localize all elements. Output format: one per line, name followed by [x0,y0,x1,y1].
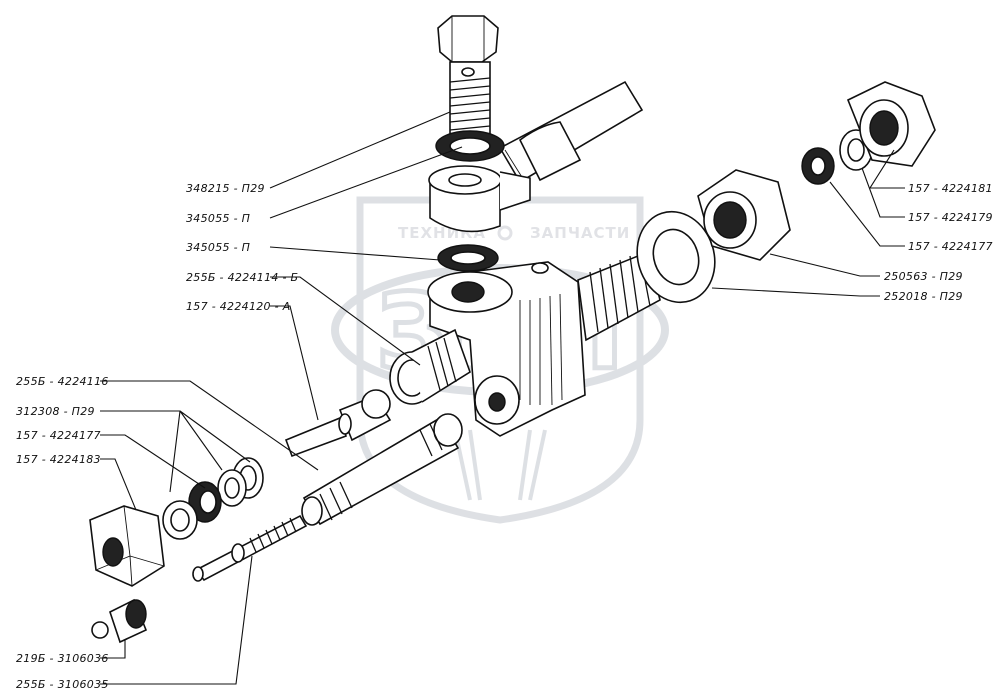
label-252018-p29: 252018 - П29 [884,290,963,303]
label-157-4224120-a: 157 - 4224120 - А [186,300,291,313]
banjo-bolt [437,15,499,138]
fuel-pipe [498,80,644,191]
washer-left-middle [217,469,247,507]
plunger-shaft [284,389,392,458]
washer-lower [437,244,499,272]
spring-needle [192,514,308,582]
label-219b-3106036: 219Б - 3106036 [16,652,109,665]
washer-upper [435,130,505,162]
label-345055-p-upper: 345055 - П [186,212,250,225]
label-157-4224179: 157 - 4224179 [908,211,993,224]
label-255b-3106035: 255Б - 3106035 [16,678,109,691]
threaded-nipple [389,328,471,405]
label-312308-p29: 312308 - П29 [16,405,95,418]
label-250563-p29: 250563 - П29 [884,270,963,283]
watermark-text-right: ЗАПЧАСТИ [530,224,630,242]
banjo-fitting [428,165,531,233]
valve-body [427,250,661,437]
label-157-4224183: 157 - 4224183 [16,453,101,466]
hex-nut-right [697,169,791,261]
label-157-4224177-left: 157 - 4224177 [16,429,101,442]
knurled-cap [91,598,148,644]
label-255b-4224114-b: 255Б - 4224114 - Б [186,271,298,284]
label-157-4224181: 157 - 4224181 [908,182,993,195]
washer-left-inner [162,500,198,540]
hex-nut-left [89,505,165,587]
watermark-wheat-icon [453,429,547,501]
label-348215-p29: 348215 - П29 [186,182,265,195]
knurled-ring-right [801,147,835,185]
part-labels: 348215 - П29 345055 - П 345055 - П 255Б … [16,182,993,691]
knurled-ring [188,481,222,523]
watermark-gear-icon [497,225,513,241]
label-157-4224177-right: 157 - 4224177 [908,240,993,253]
label-255b-4224116: 255Б - 4224116 [16,375,109,388]
leader-lines [100,111,905,685]
washer-right-large [636,210,716,304]
label-345055-p-lower: 345055 - П [186,241,250,254]
long-tube [301,413,463,526]
cap-nut-right [846,81,936,167]
